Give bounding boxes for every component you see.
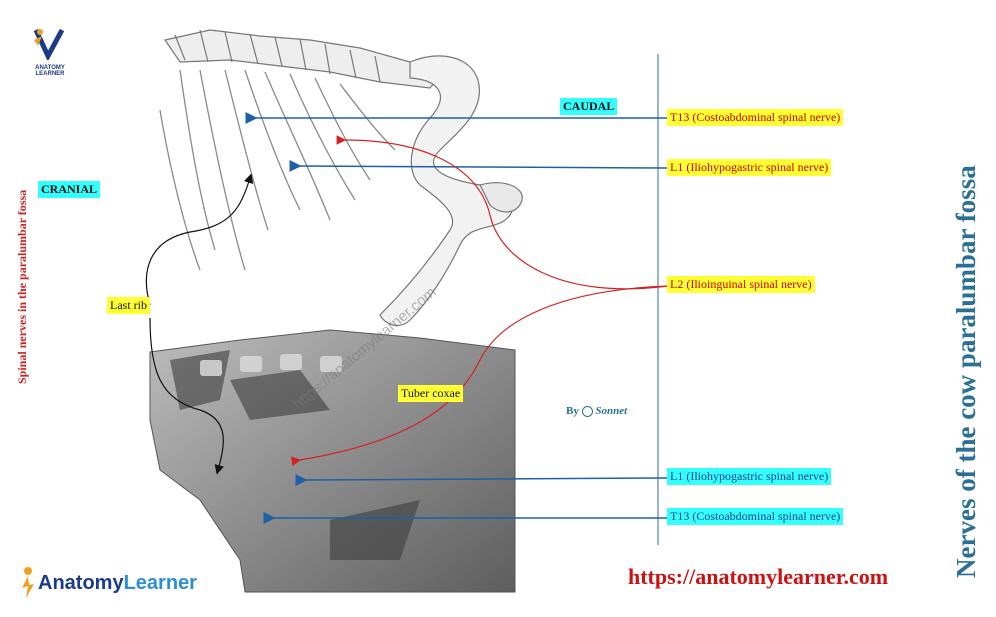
arrow-l1-top	[289, 159, 669, 172]
small-logo: ANATOMY LEARNER	[28, 26, 72, 77]
t13-top-label: T13 (Costoabdominal spinal nerve)	[667, 109, 844, 126]
t13-bottom-label: T13 (Costoabdominal spinal nerve)	[667, 508, 844, 525]
tuber-coxae-label: Tuber coxae	[398, 385, 464, 402]
arrow-last-rib-bottom	[149, 317, 224, 475]
footer-url: https://anatomylearner.com	[628, 564, 889, 589]
brand-name-part1: Anatomy	[38, 571, 124, 594]
rib-lines	[159, 69, 396, 271]
byline-by: By	[566, 405, 579, 417]
brand-figure-icon	[22, 567, 34, 598]
small-logo-text-1: ANATOMY	[35, 65, 65, 71]
arrow-l2-top	[336, 135, 669, 290]
arrow-l2-bottom	[290, 285, 669, 467]
photo-vertebrae	[200, 354, 342, 376]
l1-bottom-label: L1 (Iliohypogastric spinal nerve)	[667, 468, 832, 485]
arrow-l1-bottom	[295, 474, 669, 487]
l2-label: L2 (Ilioinguinal spinal nerve)	[667, 276, 815, 293]
brand-name-part2: Learner	[123, 571, 197, 594]
small-logo-text-2: LEARNER	[35, 71, 65, 77]
caudal-label: CAUDAL	[560, 98, 618, 115]
byline: By Sonnet	[566, 405, 627, 417]
cranial-label: CRANIAL	[38, 181, 101, 198]
spine-sketch	[164, 29, 523, 327]
small-logo-icon	[33, 28, 65, 62]
last-rib-label: Last rib	[107, 297, 150, 314]
arrow-last-rib-top	[145, 173, 254, 306]
l1-top-label: L1 (Iliohypogastric spinal nerve)	[667, 159, 832, 176]
byline-name: Sonnet	[595, 405, 628, 417]
sonnet-icon	[581, 405, 593, 417]
